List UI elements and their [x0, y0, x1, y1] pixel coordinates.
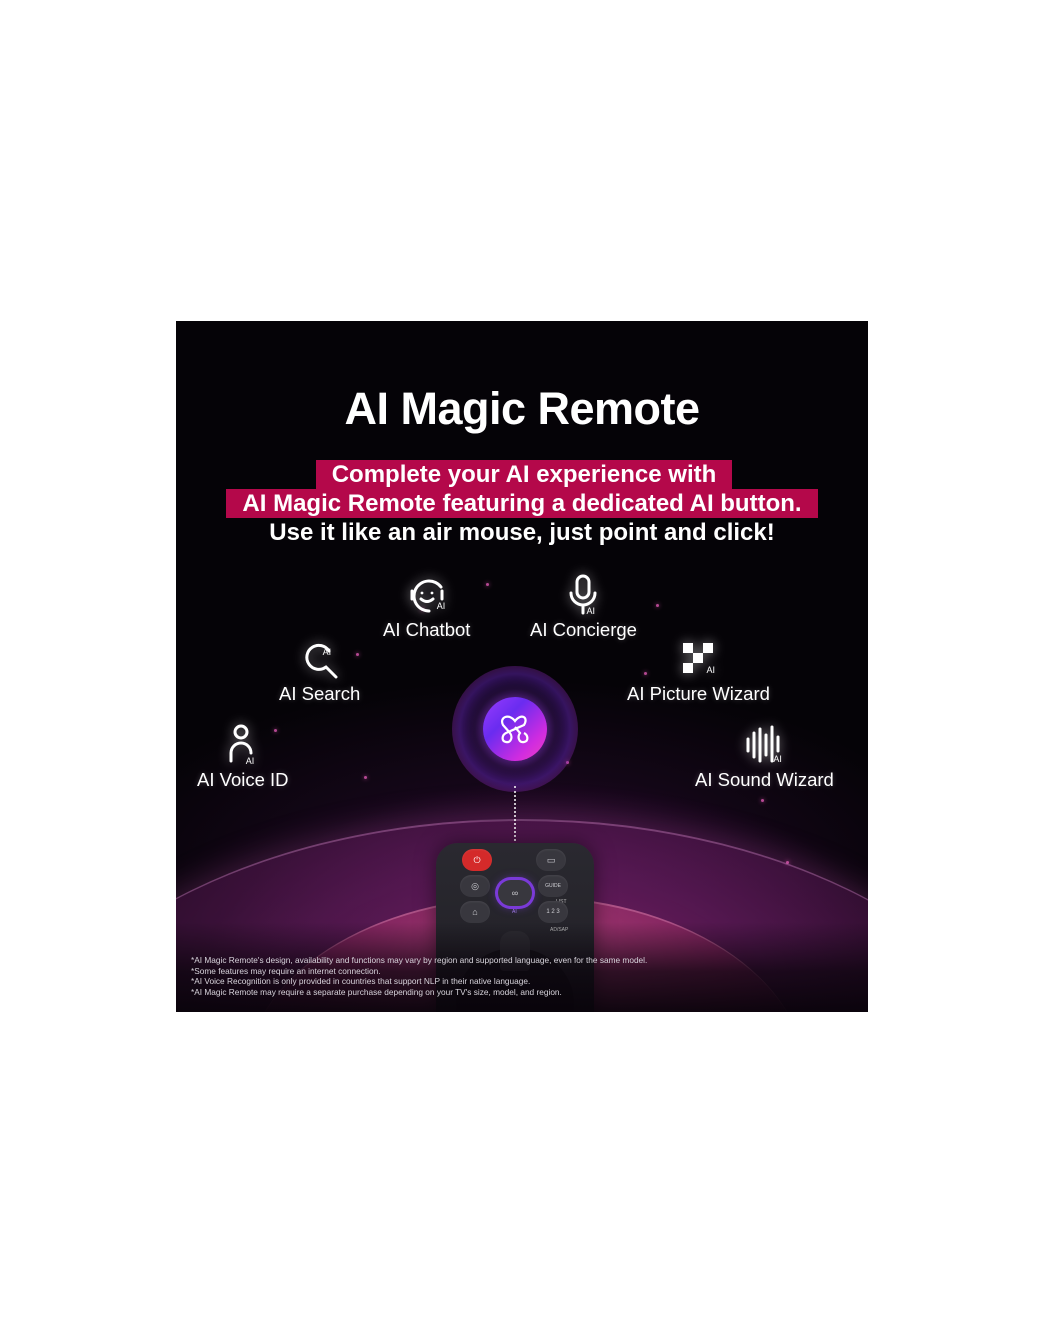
feature-ai-picture-wizard: AI AI Picture Wizard: [627, 641, 770, 705]
ai-badge: AI: [773, 754, 782, 764]
disclaimer-block: *AI Magic Remote's design, availability …: [191, 955, 647, 997]
ai-button-orb: [483, 697, 547, 761]
feature-ai-concierge: AI AI Concierge: [530, 573, 637, 641]
disclaimer-line: *AI Magic Remote may require a separate …: [191, 986, 562, 997]
feature-label: AI Voice ID: [197, 769, 289, 790]
subtitle-highlight-line1: Complete your AI experience with: [316, 460, 732, 489]
disclaimer-line: *Some features may require an internet c…: [191, 965, 381, 976]
ai-badge: AI: [586, 606, 595, 616]
disclaimer-line: *AI Voice Recognition is only provided i…: [191, 976, 531, 986]
page-title: AI Magic Remote: [344, 383, 700, 434]
feature-ai-chatbot: AI AI Chatbot: [383, 573, 470, 641]
person-icon: AI: [219, 723, 267, 767]
remote-ai-button-icon: ∞: [498, 880, 532, 906]
sound-wave-icon: AI: [740, 723, 788, 767]
feature-label: AI Picture Wizard: [627, 683, 770, 704]
ai-label: AI: [512, 909, 517, 915]
input-icon: ▭: [536, 849, 566, 871]
feature-ai-voice-id: AI AI Voice ID: [197, 723, 289, 791]
star-decoration: [656, 604, 659, 607]
feature-label: AI Search: [279, 683, 361, 704]
ai-badge: AI: [245, 756, 255, 766]
star-decoration: [786, 861, 789, 864]
star-decoration: [274, 729, 277, 732]
feature-label: AI Chatbot: [383, 619, 471, 640]
chatbot-headset-icon: AI: [403, 573, 451, 617]
star-decoration: [486, 583, 489, 586]
ai-logo-icon: [501, 715, 529, 744]
picture-checker-icon: AI: [674, 641, 722, 681]
pointer-beam: [514, 786, 516, 841]
promo-panel: AI Magic Remote Complete your AI experie…: [176, 321, 868, 1012]
guide-button: GUIDE: [538, 875, 568, 897]
search-icon: AI: [296, 637, 344, 681]
ai-badge: AI: [436, 601, 446, 611]
star-decoration: [761, 799, 764, 802]
feature-label: AI Concierge: [530, 619, 637, 640]
home-icon: ⌂: [460, 901, 490, 923]
ai-badge: AI: [322, 647, 332, 657]
subtitle-line3: Use it like an air mouse, just point and…: [269, 519, 775, 546]
disclaimer-line: *AI Magic Remote's design, availability …: [191, 955, 648, 965]
ai-badge: AI: [706, 665, 715, 675]
star-decoration: [364, 776, 367, 779]
power-icon: ⏻: [462, 849, 492, 871]
star-decoration: [356, 653, 359, 656]
star-decoration: [566, 761, 569, 764]
feature-label: AI Sound Wizard: [695, 769, 834, 790]
bottom-fade: [176, 922, 868, 1012]
subtitle-highlight-line2: AI Magic Remote featuring a dedicated AI…: [226, 489, 818, 518]
feature-ai-sound-wizard: AI AI Sound Wizard: [695, 723, 834, 791]
number-button: 1 2 3: [538, 901, 568, 923]
microphone-icon: AI: [559, 573, 607, 617]
mic-button-icon: ◎: [460, 875, 490, 897]
star-decoration: [644, 672, 647, 675]
feature-ai-search: AI AI Search: [279, 637, 360, 705]
